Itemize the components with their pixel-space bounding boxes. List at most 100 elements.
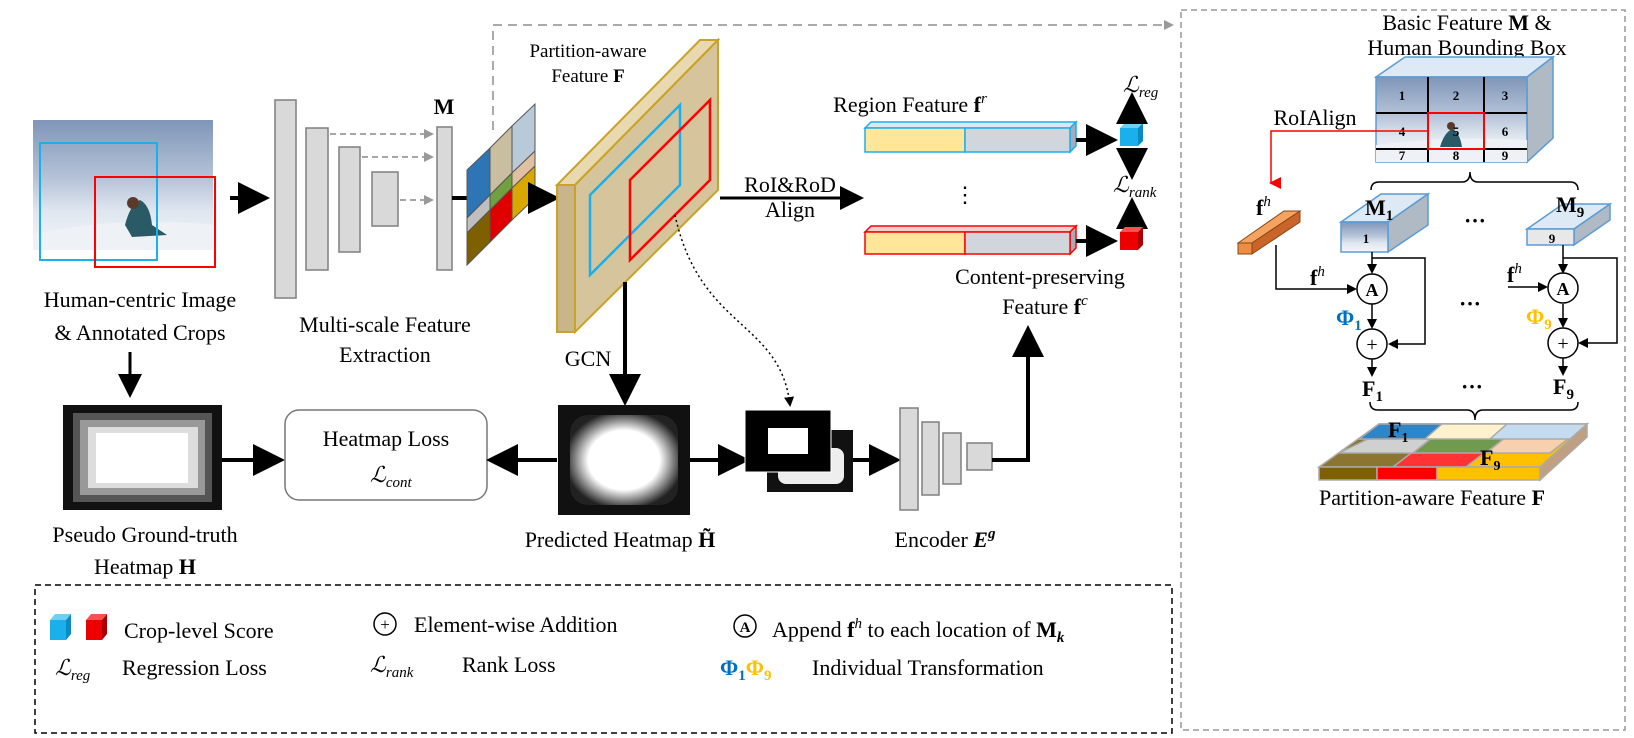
human-feature-fh-bar	[1236, 210, 1302, 255]
cropped-heatmaps	[744, 409, 853, 492]
content-feature-bar	[863, 224, 1078, 256]
add-node-9	[1547, 327, 1579, 359]
fh-label: fh	[1256, 194, 1271, 220]
legend-crop-score: Crop-level Score	[124, 618, 274, 643]
f1-label: F1	[1362, 376, 1383, 405]
roialign-label: RoIAlign	[1273, 105, 1356, 130]
person-figure	[125, 200, 167, 237]
region-feature-bar	[863, 120, 1078, 154]
legend-red-cube	[86, 614, 107, 640]
column1-flow	[1275, 245, 1426, 377]
content-label-2: Feature fc	[1002, 293, 1088, 319]
skip-connections	[330, 129, 434, 205]
legend-addition: Element-wise Addition	[414, 612, 617, 637]
rank-loss-label: ℒrank	[1113, 172, 1157, 201]
cnn-label-2: Extraction	[339, 342, 431, 367]
input-label-2: & Annotated Crops	[54, 320, 225, 345]
legend-rank-symbol: ℒrank	[370, 652, 414, 681]
region-feature-label: Region Feature fr	[833, 91, 987, 117]
encoder-blocks	[899, 407, 993, 511]
align-label-2: Align	[765, 197, 815, 222]
fh-input-label-9: fh	[1507, 261, 1522, 287]
add-glyph-9: +	[1557, 333, 1568, 355]
f9-label: F9	[1553, 374, 1574, 403]
cell-number-9: 9	[1502, 148, 1509, 163]
append-node-1	[1356, 273, 1388, 305]
m9-label: M9	[1556, 192, 1584, 221]
phi9-label: Φ9	[1526, 304, 1552, 333]
dots-mid: ···	[1459, 291, 1481, 316]
partition-feature-slab	[1316, 422, 1590, 482]
add-node-1	[1356, 328, 1388, 360]
m1-label: M1	[1365, 195, 1393, 224]
m9-cell-number: 9	[1549, 231, 1556, 246]
legend-append-icon	[733, 614, 757, 638]
partition-label-2: Feature F	[551, 66, 624, 87]
legend-phi-symbols: Φ1Φ9	[720, 655, 772, 684]
cell-number-5: 5	[1453, 124, 1460, 139]
basic-feature-cube	[1373, 55, 1556, 164]
slab-f9-label: F9	[1480, 445, 1500, 474]
legend-individual: Individual Transformation	[812, 655, 1044, 680]
partition-aware-feature-slab	[554, 37, 721, 335]
m-label: M	[434, 94, 455, 119]
pseudo-label-1: Pseudo Ground-truth	[52, 522, 237, 547]
legend-plus-icon	[373, 612, 397, 636]
add-glyph-1: +	[1366, 334, 1377, 356]
cont-loss-label: ℒcont	[370, 462, 413, 491]
cell-number-6: 6	[1502, 124, 1509, 139]
legend-reg-symbol: ℒreg	[55, 655, 91, 684]
m1-cell-number: 1	[1363, 231, 1370, 246]
bottom-brace	[1369, 401, 1579, 421]
gcn-label: GCN	[565, 346, 612, 371]
input-label-1: Human-centric Image	[44, 287, 236, 312]
cell-number-7: 7	[1399, 148, 1406, 163]
fh-input-label-1: fh	[1310, 264, 1325, 290]
pseudo-heatmap	[63, 405, 222, 510]
predicted-heatmap	[558, 405, 690, 515]
panel-bottom-label: Partition-aware Feature F	[1319, 485, 1545, 510]
dots: ···	[1464, 208, 1486, 233]
vertical-dots: ⋮	[954, 182, 976, 207]
cnn-label-1: Multi-scale Feature	[299, 312, 471, 337]
legend-rank: Rank Loss	[462, 652, 556, 677]
append-node-9	[1547, 272, 1579, 304]
red-score-cube	[1120, 227, 1143, 250]
legend-regression: Regression Loss	[122, 655, 267, 680]
phi1-label: Φ1	[1336, 305, 1362, 334]
reg-loss-label: ℒreg	[1123, 72, 1159, 101]
column9-flow	[1508, 245, 1618, 376]
append-glyph-1: A	[1366, 280, 1379, 300]
cell-number-3: 3	[1502, 88, 1509, 103]
dots-bottom: ···	[1461, 374, 1483, 399]
align-label-1: RoI&RoD	[744, 172, 836, 197]
cell-number-2: 2	[1453, 88, 1460, 103]
legend-blue-cube	[50, 614, 71, 640]
content-label-1: Content-preserving	[955, 264, 1125, 289]
panel-title-2: Human Bounding Box	[1367, 35, 1566, 60]
legend-plus-glyph: +	[380, 615, 390, 634]
input-image	[33, 120, 216, 268]
append-glyph-9: A	[1557, 279, 1570, 299]
cell-number-8: 8	[1453, 148, 1460, 163]
predicted-label: Predicted Heatmap H̃	[525, 527, 716, 552]
blue-crop-box	[39, 142, 158, 261]
dotted-crop-link	[674, 214, 795, 407]
red-crop-box	[94, 176, 216, 268]
legend-box	[34, 584, 1173, 734]
blue-score-cube	[1120, 123, 1143, 146]
legend-append: Append fh to each location of Mk	[772, 616, 1065, 646]
m1-cube	[1338, 192, 1431, 254]
encoder-label: Encoder Eg	[895, 526, 996, 552]
arrow	[992, 325, 1044, 462]
detail-panel	[1180, 9, 1626, 731]
legend-append-glyph: A	[740, 620, 751, 636]
partition-grid	[466, 102, 536, 267]
slab-f1-label: F1	[1388, 417, 1408, 446]
partition-label-1: Partition-aware	[529, 41, 646, 62]
panel-title-1: Basic Feature M &	[1382, 10, 1551, 35]
heatmap-loss-title: Heatmap Loss	[323, 426, 449, 451]
dashed-link-to-detail-panel	[492, 20, 1174, 130]
